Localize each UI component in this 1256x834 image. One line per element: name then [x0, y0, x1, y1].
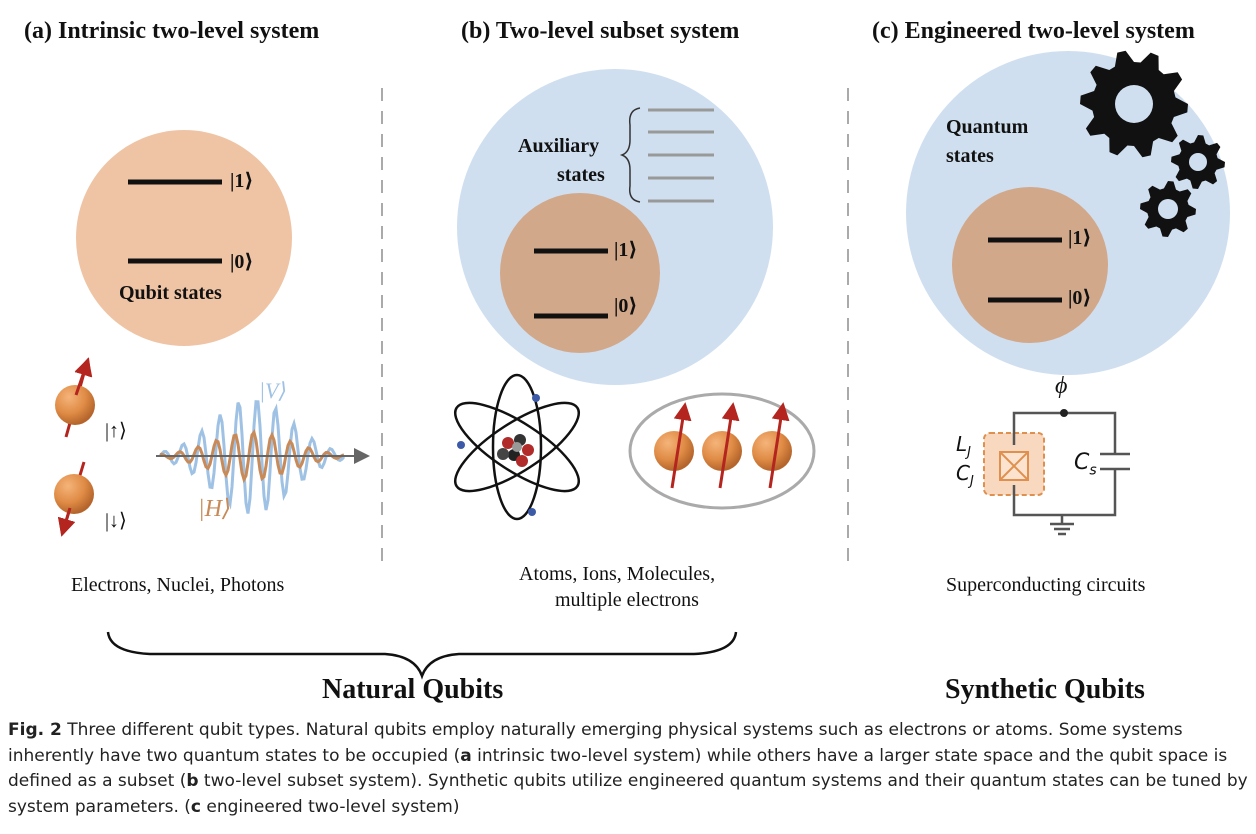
qubit-states-circle	[76, 130, 292, 346]
quantum-states-line1: Quantum	[946, 116, 1028, 139]
photon-polarization-waves	[156, 402, 362, 514]
circuit-node	[1060, 409, 1068, 417]
atom-icon	[444, 375, 591, 519]
phi-label: ϕ	[1055, 373, 1067, 400]
cj-label: CJ	[956, 461, 974, 489]
engineered-qubit-circle	[952, 187, 1108, 343]
electron-spin-2	[702, 411, 742, 488]
auxiliary-label-line1: Auxiliary	[518, 135, 599, 158]
figure-caption: Fig. 2 Three different qubit types. Natu…	[8, 718, 1248, 820]
qubit-states-label: Qubit states	[119, 282, 222, 305]
panel-b-footer-line2: multiple electrons	[555, 589, 699, 612]
panel-c-footer: Superconducting circuits	[946, 574, 1145, 597]
spin-up-electron	[55, 366, 95, 437]
ket-1-c: |1⟩	[1068, 225, 1092, 250]
synthetic-qubits-label: Synthetic Qubits	[945, 674, 1145, 706]
quantum-states-line2: states	[946, 145, 994, 168]
panel-a-title: (a) Intrinsic two-level system	[24, 18, 319, 45]
lj-label: LJ	[956, 432, 971, 460]
panel-b-footer-line1: Atoms, Ions, Molecules,	[519, 563, 715, 586]
photon-h-ket: |H⟩	[198, 494, 231, 523]
cs-label: Cs	[1074, 450, 1097, 478]
photon-v-ket: |V⟩	[259, 378, 287, 404]
spin-down-electron	[54, 462, 94, 528]
spin-down-ket: |↓⟩	[105, 508, 127, 533]
natural-qubits-brace	[108, 632, 736, 676]
auxiliary-label-line2: states	[557, 164, 605, 187]
natural-qubits-label: Natural Qubits	[322, 674, 503, 706]
panel-c-title: (c) Engineered two-level system	[872, 18, 1195, 45]
panel-a-footer: Electrons, Nuclei, Photons	[71, 574, 284, 597]
ket-0-c: |0⟩	[1068, 285, 1092, 310]
electron-spin-3	[752, 411, 792, 488]
spin-up-ket: |↑⟩	[105, 418, 127, 443]
ket-0-b: |0⟩	[614, 293, 638, 318]
ket-1-a: |1⟩	[230, 168, 254, 193]
fig-label: Fig. 2	[8, 720, 62, 740]
electron-spin-1	[654, 411, 694, 488]
ket-0-a: |0⟩	[230, 249, 254, 274]
panel-b-title: (b) Two-level subset system	[461, 18, 739, 45]
qubit-subset-circle	[500, 193, 660, 353]
superconducting-circuit	[984, 413, 1130, 534]
ket-1-b: |1⟩	[614, 237, 638, 262]
